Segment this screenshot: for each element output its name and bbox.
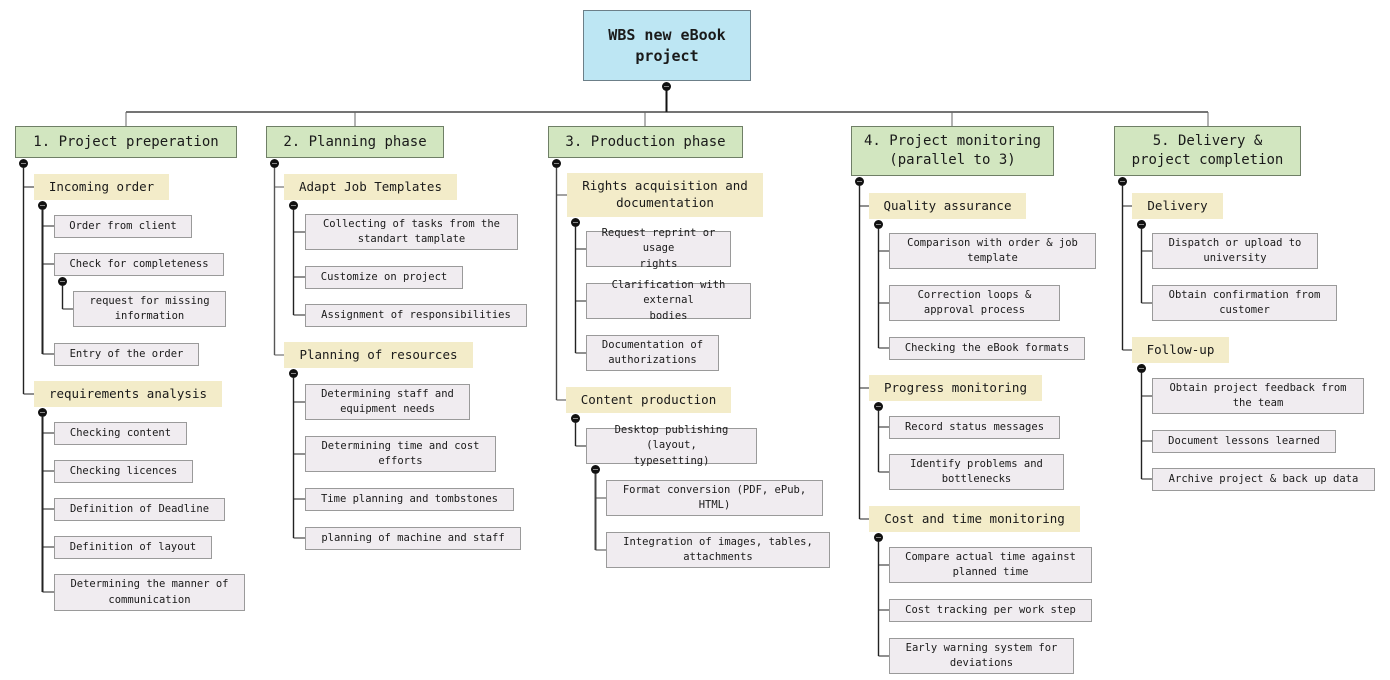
task-definition-deadline[interactable]: Definition of Deadline: [54, 498, 225, 521]
task-assignment-responsibilities[interactable]: Assignment of responsibilities: [305, 304, 527, 327]
collapse-check-completeness-icon[interactable]: [58, 277, 67, 286]
task-dispatch-upload[interactable]: Dispatch or upload to university: [1152, 233, 1318, 269]
task-record-status[interactable]: Record status messages: [889, 416, 1060, 439]
phase-planning[interactable]: 2. Planning phase: [266, 126, 444, 158]
collapse-content-production-icon[interactable]: [571, 414, 580, 423]
collapse-phase-5-icon[interactable]: [1118, 177, 1127, 186]
task-correction-loops[interactable]: Correction loops & approval process: [889, 285, 1060, 321]
collapse-root-icon[interactable]: [662, 82, 671, 91]
phase-delivery-completion[interactable]: 5. Delivery & project completion: [1114, 126, 1301, 176]
collapse-incoming-order-icon[interactable]: [38, 201, 47, 210]
group-content-production[interactable]: Content production: [566, 387, 731, 413]
task-comparison-order[interactable]: Comparison with order & job template: [889, 233, 1096, 269]
task-obtain-confirmation[interactable]: Obtain confirmation from customer: [1152, 285, 1337, 321]
task-cost-tracking[interactable]: Cost tracking per work step: [889, 599, 1092, 622]
collapse-quality-icon[interactable]: [874, 220, 883, 229]
task-request-missing-info[interactable]: request for missing information: [73, 291, 226, 327]
task-documentation-authorizations[interactable]: Documentation of authorizations: [586, 335, 719, 371]
collapse-planning-resources-icon[interactable]: [289, 369, 298, 378]
group-cost-and-time-monitoring[interactable]: Cost and time monitoring: [869, 506, 1080, 532]
group-delivery[interactable]: Delivery: [1132, 193, 1223, 219]
task-entry-of-order[interactable]: Entry of the order: [54, 343, 199, 366]
phase-production[interactable]: 3. Production phase: [548, 126, 743, 158]
task-checking-content[interactable]: Checking content: [54, 422, 187, 445]
task-integration-images[interactable]: Integration of images, tables, attachmen…: [606, 532, 830, 568]
group-incoming-order[interactable]: Incoming order: [34, 174, 169, 200]
task-checking-ebook-formats[interactable]: Checking the eBook formats: [889, 337, 1085, 360]
task-collecting-tasks[interactable]: Collecting of tasks from the standart ta…: [305, 214, 518, 250]
task-customize-project[interactable]: Customize on project: [305, 266, 463, 289]
task-early-warning[interactable]: Early warning system for deviations: [889, 638, 1074, 674]
root-node[interactable]: WBS new eBook project: [583, 10, 751, 81]
task-request-reprint[interactable]: Request reprint or usage rights: [586, 227, 731, 270]
group-follow-up[interactable]: Follow-up: [1132, 337, 1229, 363]
collapse-progress-icon[interactable]: [874, 402, 883, 411]
phase-project-preparation[interactable]: 1. Project preperation: [15, 126, 237, 158]
collapse-phase-4-icon[interactable]: [855, 177, 864, 186]
collapse-rights-icon[interactable]: [571, 218, 580, 227]
group-requirements-analysis[interactable]: requirements analysis: [34, 381, 222, 407]
task-check-completeness[interactable]: Check for completeness: [54, 253, 224, 276]
task-desktop-publishing[interactable]: Desktop publishing (layout, typesetting): [586, 424, 757, 467]
collapse-adapt-templates-icon[interactable]: [289, 201, 298, 210]
collapse-phase-3-icon[interactable]: [552, 159, 561, 168]
task-format-conversion[interactable]: Format conversion (PDF, ePub, HTML): [606, 480, 823, 516]
task-time-cost-efforts[interactable]: Determining time and cost efforts: [305, 436, 496, 472]
task-archive-project[interactable]: Archive project & back up data: [1152, 468, 1375, 491]
task-obtain-feedback[interactable]: Obtain project feedback from the team: [1152, 378, 1364, 414]
group-quality-assurance[interactable]: Quality assurance: [869, 193, 1026, 219]
task-time-planning-tombstones[interactable]: Time planning and tombstones: [305, 488, 514, 511]
collapse-follow-up-icon[interactable]: [1137, 364, 1146, 373]
task-staff-equipment-needs[interactable]: Determining staff and equipment needs: [305, 384, 470, 420]
task-identify-problems[interactable]: Identify problems and bottlenecks: [889, 454, 1064, 490]
collapse-cost-time-icon[interactable]: [874, 533, 883, 542]
group-rights-acquisition[interactable]: Rights acquisition and documentation: [567, 173, 763, 217]
task-planning-machine-staff[interactable]: planning of machine and staff: [305, 527, 521, 550]
collapse-phase-2-icon[interactable]: [270, 159, 279, 168]
task-manner-communication[interactable]: Determining the manner of communication: [54, 574, 245, 611]
task-document-lessons[interactable]: Document lessons learned: [1152, 430, 1336, 453]
task-definition-layout[interactable]: Definition of layout: [54, 536, 212, 559]
collapse-requirements-icon[interactable]: [38, 408, 47, 417]
task-clarification-external[interactable]: Clarification with external bodies: [586, 279, 751, 322]
phase-project-monitoring[interactable]: 4. Project monitoring (parallel to 3): [851, 126, 1054, 176]
group-progress-monitoring[interactable]: Progress monitoring: [869, 375, 1042, 401]
task-checking-licences[interactable]: Checking licences: [54, 460, 193, 483]
task-compare-actual-time[interactable]: Compare actual time against planned time: [889, 547, 1092, 583]
group-planning-resources[interactable]: Planning of resources: [284, 342, 473, 368]
task-order-from-client[interactable]: Order from client: [54, 215, 192, 238]
collapse-phase-1-icon[interactable]: [19, 159, 28, 168]
collapse-desktop-publishing-icon[interactable]: [591, 465, 600, 474]
group-adapt-job-templates[interactable]: Adapt Job Templates: [284, 174, 457, 200]
collapse-delivery-icon[interactable]: [1137, 220, 1146, 229]
